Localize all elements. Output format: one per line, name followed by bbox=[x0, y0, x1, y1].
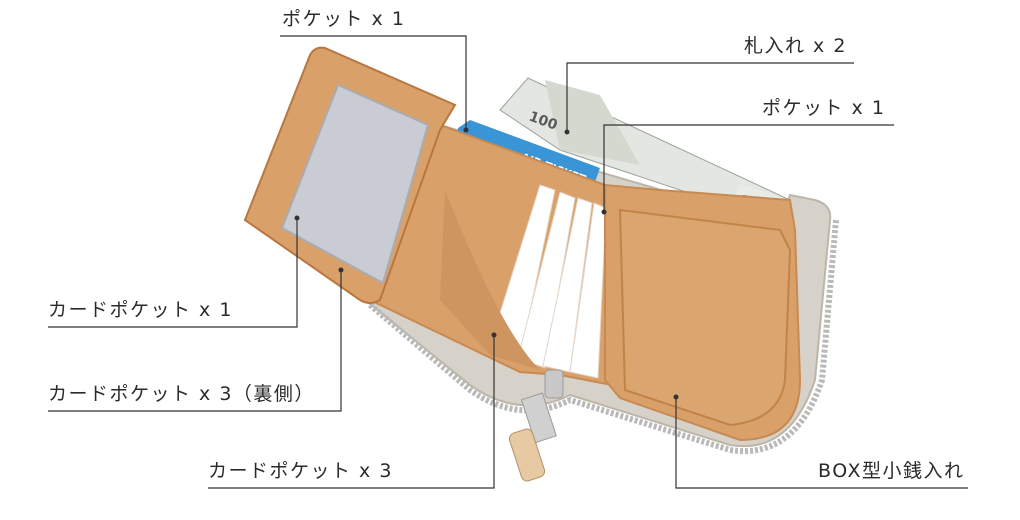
label-box-coin-purse: BOX型小銭入れ bbox=[818, 460, 965, 482]
label-pocket-right: ポケット x 1 bbox=[762, 97, 886, 119]
label-card-pocket-3: カードポケット x 3 bbox=[208, 460, 393, 482]
label-card-pocket-1: カードポケット x 1 bbox=[48, 299, 233, 321]
card-slots bbox=[440, 184, 607, 379]
leader-lines bbox=[48, 35, 968, 489]
label-pocket-top-left: ポケット x 1 bbox=[282, 8, 406, 30]
banknotes: 100 100 bbox=[499, 77, 791, 226]
coin-box-flap bbox=[618, 208, 792, 427]
zipper-pull bbox=[508, 369, 564, 482]
label-card-pocket-3-back: カードポケット x 3（裏側） bbox=[48, 383, 315, 405]
leader-dots bbox=[294, 127, 679, 400]
id-window bbox=[280, 83, 430, 285]
label-bill-slot: 札入れ x 2 bbox=[744, 35, 847, 57]
zipper-teeth bbox=[368, 219, 839, 455]
